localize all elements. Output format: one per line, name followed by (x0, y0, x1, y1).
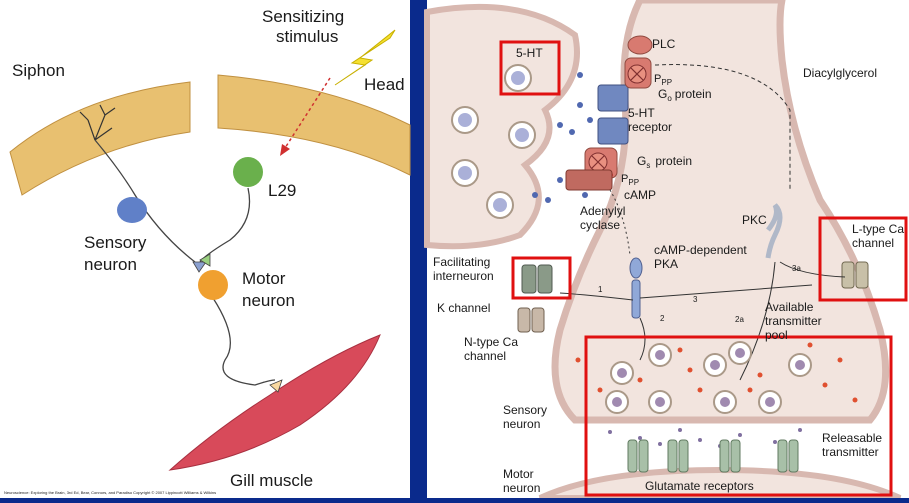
label-motor-1: Motor (503, 467, 534, 481)
serotonin-molecules (532, 72, 593, 203)
5ht-receptor-2 (597, 117, 629, 145)
label-releasable-1: Releasable (822, 431, 882, 445)
synapse-terminal-2 (199, 253, 211, 267)
motor-neuron-label-1: Motor (242, 269, 286, 288)
label-ntype-2: channel (464, 349, 506, 363)
stimulus-label-1: Sensitizing (262, 7, 344, 26)
label-pkc: PKC (742, 213, 767, 227)
label-releasable-2: transmitter (822, 445, 879, 459)
label-available-1: Available (765, 300, 814, 314)
label-plc: PLC (652, 37, 676, 51)
label-facilitating-2: interneuron (433, 269, 494, 283)
l29-cell (233, 157, 263, 187)
label-available-2: transmitter (765, 314, 822, 328)
label-camp-pka-1: cAMP-dependent (654, 243, 747, 257)
label-ppp-1: PPP (654, 73, 672, 87)
left-panel: Sensitizing stimulus Siphon Head L29 Sen… (0, 0, 411, 498)
label-camp: cAMP (624, 188, 656, 202)
pathway-arrows (559, 64, 846, 381)
lightning-bolt (334, 29, 396, 86)
l29-label: L29 (268, 181, 296, 200)
label-receptor-1: 5-HT (628, 106, 655, 120)
arrow-label-2a: 2a (735, 315, 744, 324)
head-label: Head (364, 75, 405, 94)
highlight-ltype (818, 216, 908, 302)
highlight-5ht (499, 40, 561, 96)
highlight-k-channel (511, 256, 572, 300)
siphon-skin (9, 81, 191, 196)
label-glutamate: Glutamate receptors (645, 479, 754, 493)
gill-muscle-label: Gill muscle (230, 471, 313, 490)
label-receptor-2: receptor (628, 120, 672, 134)
label-motor-2: neuron (503, 481, 540, 495)
transmitter-vesicles (605, 341, 812, 414)
released-glutamate (608, 428, 802, 448)
pka-complex (629, 257, 643, 319)
label-ltype-2: channel (852, 236, 894, 250)
arrow-label-1: 1 (598, 285, 603, 294)
5ht-receptor-1 (597, 84, 629, 112)
interneuron-vesicles (451, 64, 536, 219)
label-sensory-2: neuron (503, 417, 540, 431)
label-diacylglycerol: Diacylglycerol (803, 66, 877, 80)
adenylyl-cyclase (565, 169, 613, 191)
arrow-label-3a: 3a (792, 264, 801, 273)
k-channel (521, 264, 553, 294)
head-skin (217, 74, 411, 176)
motor-neuron-label-2: neuron (242, 291, 295, 310)
gill-muscle (168, 334, 381, 471)
arrow-label-2: 2 (660, 314, 665, 323)
label-adenylyl-2: cyclase (580, 218, 620, 232)
motor-neuron-cell (198, 270, 228, 300)
credit-line: Neuroscience: Exploring the Brain, 3rd E… (4, 490, 216, 495)
ntype-channel (517, 307, 545, 333)
motor-axon (212, 297, 276, 386)
label-ltype-1: L-type Ca (852, 222, 904, 236)
go-protein (624, 57, 652, 89)
sensory-axon (94, 139, 196, 263)
sensory-neuron-label-2: neuron (84, 255, 137, 274)
label-camp-pka-2: PKA (654, 257, 678, 271)
ca-ions (575, 342, 858, 403)
label-facilitating-1: Facilitating (433, 255, 490, 269)
sensory-neuron-label-1: Sensory (84, 233, 147, 252)
label-ppp-2: PPP (621, 173, 639, 187)
pkc-enzyme (765, 203, 783, 259)
glutamate-receptors (627, 439, 799, 473)
stimulus-arrow (284, 77, 331, 149)
stimulus-label-2: stimulus (276, 27, 338, 46)
arrow-label-3: 3 (693, 295, 698, 304)
label-k-channel: K channel (437, 301, 490, 315)
label-ntype-1: N-type Ca (464, 335, 518, 349)
label-available-3: pool (765, 328, 788, 342)
plc-enzyme (627, 35, 653, 55)
label-adenylyl-1: Adenylyl (580, 204, 625, 218)
label-5ht-box: 5-HT (516, 46, 543, 60)
sensory-neuron-cell (117, 197, 147, 223)
synapse-terminal (192, 261, 207, 273)
neuromuscular-junction (269, 379, 283, 393)
ltype-channel (841, 261, 869, 289)
highlight-boxes (499, 40, 908, 497)
siphon-label: Siphon (12, 61, 65, 80)
highlight-transmitter (584, 335, 893, 497)
sensory-dendrites (79, 104, 116, 141)
label-sensory-1: Sensory (503, 403, 547, 417)
